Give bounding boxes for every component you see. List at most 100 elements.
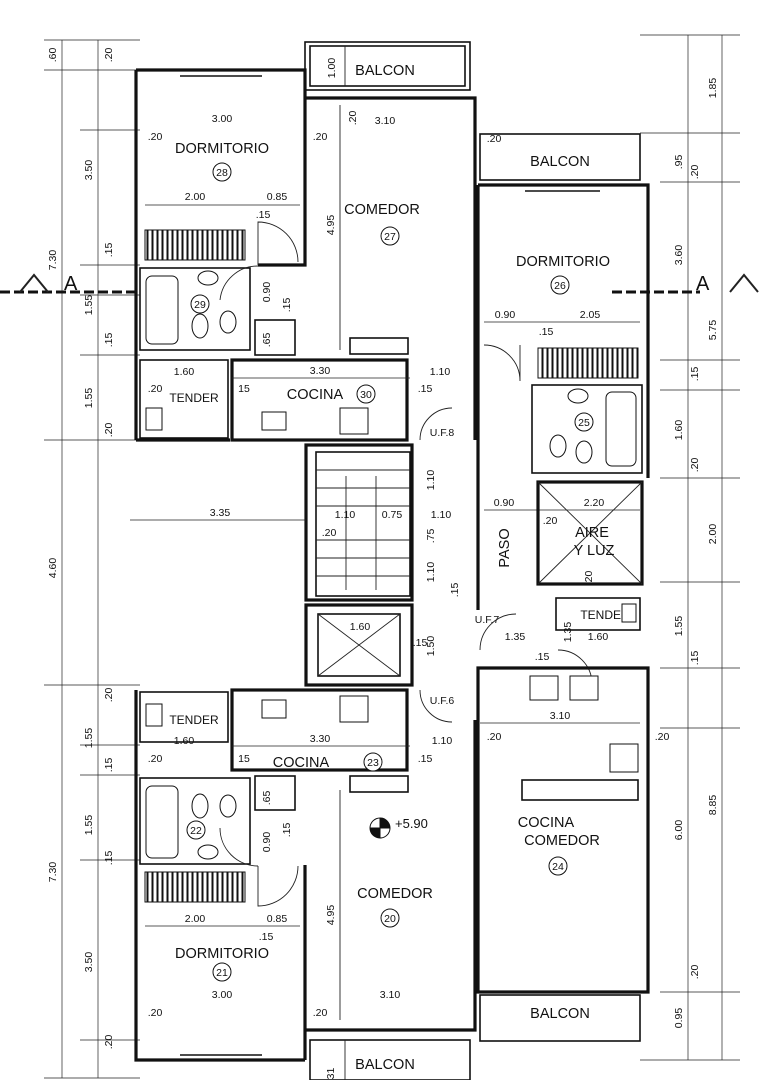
lower-right-unit: 3.10 .20 .20 COCINA COMEDOR 24 BALCON	[476, 666, 669, 1042]
dim-020-l3: .20	[148, 753, 163, 765]
dim-075-v: .75	[425, 529, 437, 544]
bidet-bottom-icon	[219, 794, 237, 818]
upper-left-unit: 1.00 BALCON 3.00 .20 .20 DORMITORIO 28 2…	[134, 41, 477, 442]
dim-right-015b: .15	[689, 651, 701, 666]
closet-hatch-right	[537, 347, 639, 379]
bidet-right-icon	[575, 440, 593, 464]
dim-right-020a: .20	[689, 165, 701, 180]
uf-8: U.F.8	[430, 427, 455, 439]
room-cocina-comedor-2: COMEDOR	[524, 833, 600, 849]
room-number-29-circle	[190, 294, 210, 314]
dim-right-015a: .15	[689, 367, 701, 382]
room-number-23: 23	[367, 757, 379, 769]
dim-left-155c: 1.55	[83, 728, 95, 749]
dim-right-185: 1.85	[707, 78, 719, 99]
dim-left-350b: 3.50	[83, 952, 95, 973]
dim-200-a: 2.00	[185, 191, 206, 203]
dim-085-a: 0.85	[267, 191, 288, 203]
uf-6: U.F.6	[430, 695, 455, 707]
dim-left-350a: 3.50	[83, 160, 95, 181]
dim-right-095b: 0.95	[673, 1008, 685, 1029]
lower-left-unit: TENDER 1.60 .20 3.30 15 COCINA 23 1.10 .…	[134, 688, 477, 1080]
dim-015-b4: .15	[281, 823, 293, 838]
uf-7: U.F.7	[475, 614, 500, 626]
dim-135-b: 1.35	[562, 622, 574, 643]
dim-right-020b: .20	[689, 458, 701, 473]
room-tender-top: TENDER	[169, 391, 219, 405]
room-dorm-26: DORMITORIO	[516, 254, 610, 270]
dim-right-575: 5.75	[707, 320, 719, 341]
room-cocina-comedor-1: COCINA	[518, 815, 575, 831]
dim-090-p: 0.90	[494, 497, 515, 509]
dim-310-b: 3.10	[380, 989, 401, 1001]
dim-085-b: 0.85	[267, 913, 288, 925]
dim-160-t: 1.60	[588, 631, 609, 643]
closet-hatch-bottom	[144, 871, 246, 903]
toilet-right-icon	[549, 434, 567, 458]
dim-left-020a: .20	[103, 48, 115, 63]
dim-015-b3: .15	[418, 753, 433, 765]
room-comedor-20: COMEDOR	[357, 886, 433, 902]
dim-left-015c: .15	[103, 758, 115, 773]
dim-020-m1: .20	[487, 731, 502, 743]
room-number-25-circle	[574, 412, 594, 432]
room-number-26: 26	[554, 280, 566, 292]
dim-left-060: .60	[47, 48, 59, 63]
dim-left-020c: .20	[103, 688, 115, 703]
dim-right-360: 3.60	[673, 245, 685, 266]
dim-right-095a: .95	[673, 155, 685, 170]
dim-020-c2: .20	[347, 111, 359, 126]
dim-left-730b: 7.30	[47, 862, 59, 883]
dim-020-c1: .20	[313, 131, 328, 143]
dim-015-t: .15	[535, 651, 550, 663]
room-number-24: 24	[552, 861, 564, 873]
dim-335: 3.35	[210, 507, 231, 519]
dim-200-b: 2.00	[185, 913, 206, 925]
dim-015-e: .15	[413, 637, 428, 649]
dim-110-b: 1.10	[432, 735, 453, 747]
dim-310-top: 3.10	[375, 115, 396, 127]
room-balcon-top: BALCON	[355, 63, 415, 79]
room-number-21: 21	[216, 967, 228, 979]
bathtub-right-icon	[605, 391, 637, 467]
sink-right-icon	[567, 388, 589, 404]
dim-right-600: 6.00	[673, 820, 685, 841]
dim-300-b: 3.00	[212, 989, 233, 1001]
room-cocina-23: COCINA	[273, 755, 330, 771]
room-number-26-circle	[550, 275, 570, 295]
room-number-27-circle	[380, 226, 400, 246]
dim-160-b: 1.60	[174, 735, 195, 747]
dim-090-r: 0.90	[495, 309, 516, 321]
dim-495-b: 4.95	[325, 905, 337, 926]
dim-020-s: .20	[322, 527, 337, 539]
stove-icon	[339, 407, 369, 435]
dim-left-730a: 7.30	[47, 250, 59, 271]
dim-110-s4: 1.10	[425, 562, 437, 583]
room-number-20-circle	[380, 908, 400, 928]
dim-right-160: 1.60	[673, 420, 685, 441]
dim-075: 0.75	[382, 509, 403, 521]
dim-015-c: 15	[238, 383, 250, 395]
room-dorm-21: DORMITORIO	[175, 946, 269, 962]
dim-090-a: 0.90	[261, 282, 273, 303]
stove-right-icon	[609, 743, 639, 773]
dim-left-015a: .15	[103, 243, 115, 258]
dim-020-l1: .20	[148, 131, 163, 143]
dim-330-b: 3.30	[310, 733, 331, 745]
dim-110-s1: 1.10	[335, 509, 356, 521]
room-number-23-circle	[363, 752, 383, 772]
bathtub-icon	[145, 275, 179, 345]
bidet-icon	[219, 310, 237, 334]
toilet-icon	[191, 313, 209, 339]
dim-left-155b: 1.55	[83, 388, 95, 409]
kitchen-sink-icon	[261, 411, 287, 431]
dim-left-460: 4.60	[47, 558, 59, 579]
upper-right-unit: .20 BALCON DORMITORIO 26 0.90 2.05 .15 2…	[475, 133, 650, 685]
washer-icon	[145, 407, 163, 431]
room-number-28: 28	[216, 167, 228, 179]
kitchen-sink-bottom-icon	[261, 699, 287, 719]
left-dimension-chain: .60 .20 3.50 7.30 .15 1.55 .15 1.55 .20 …	[44, 39, 140, 1079]
closet-hatch-top	[144, 229, 246, 261]
dim-020-p2: .20	[583, 571, 595, 586]
